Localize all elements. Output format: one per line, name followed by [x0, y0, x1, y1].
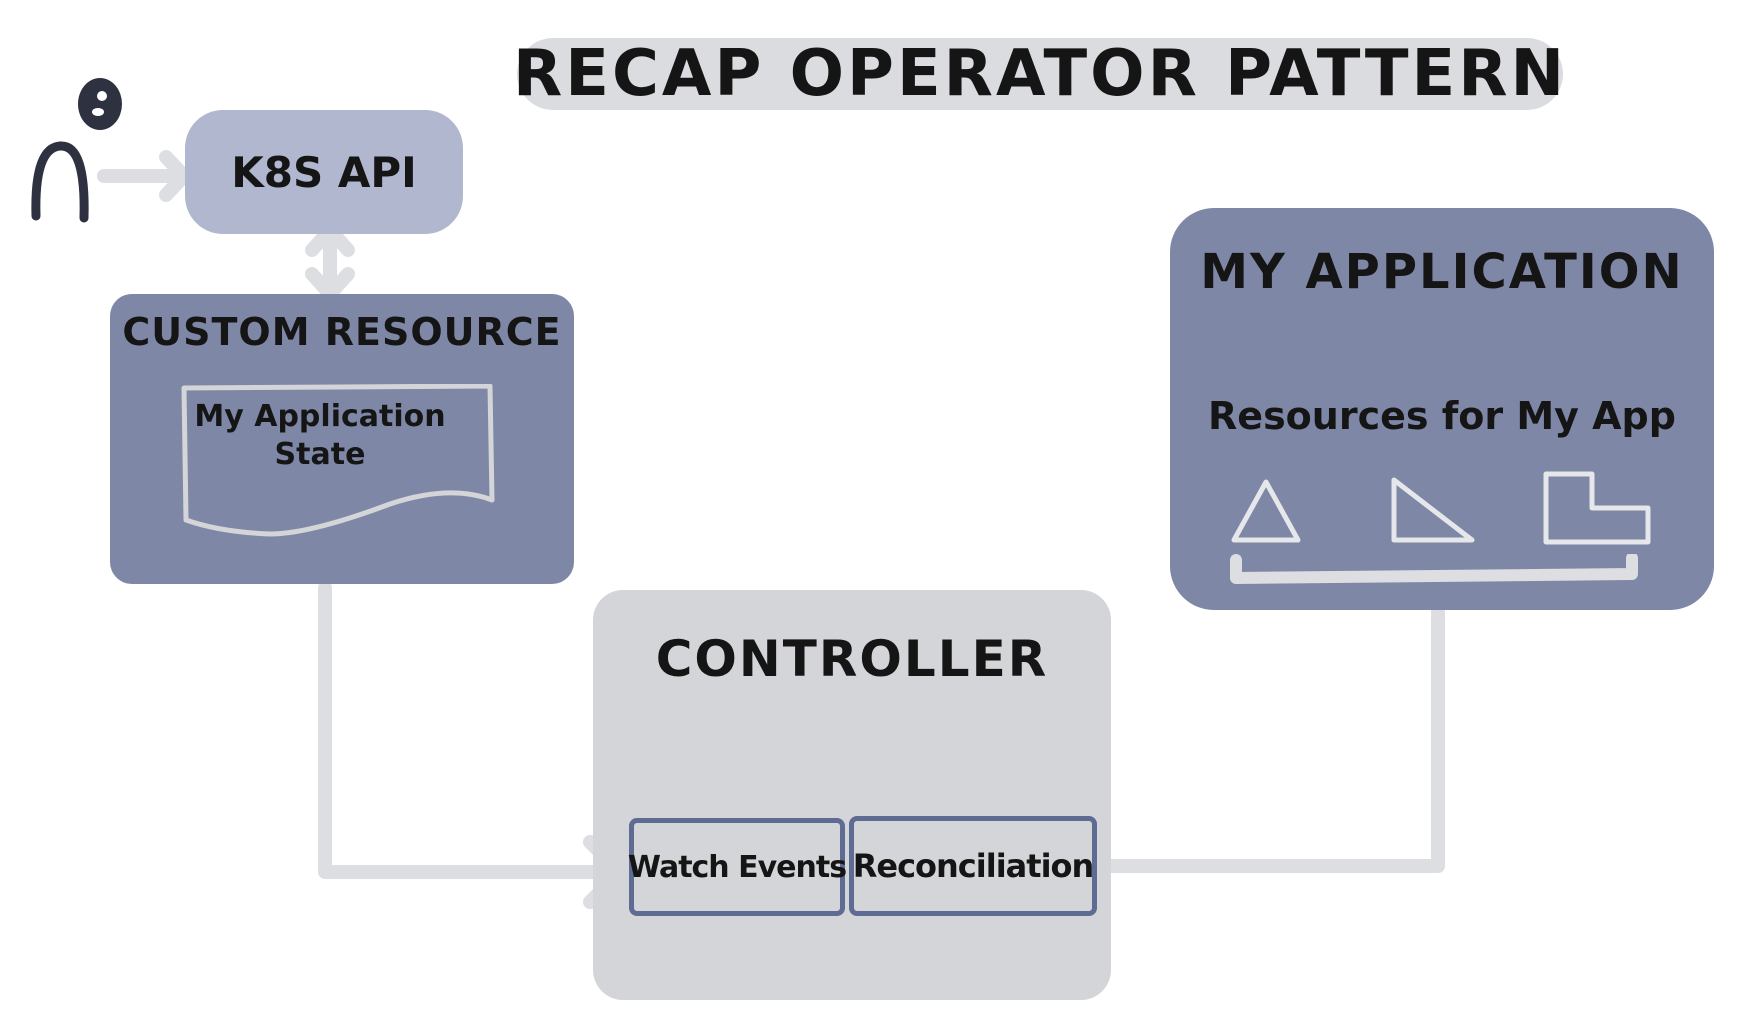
diagram-title: RECAP OPERATOR PATTERN — [512, 37, 1568, 111]
triangle-icon — [1231, 479, 1301, 543]
my-application-label: MY APPLICATION — [1200, 244, 1684, 300]
k8s-api-label: K8S API — [231, 147, 417, 197]
edge-k8s-api-custom-resource — [305, 223, 355, 301]
title-banner: RECAP OPERATOR PATTERN — [513, 37, 1564, 111]
document-text: My Application State — [180, 398, 460, 474]
edge-custom-resource-to-watch-events — [318, 581, 627, 909]
k8s-api-node: K8S API — [185, 110, 463, 234]
document-line-1: My Application — [194, 399, 446, 434]
resources-label: Resources for My App — [1208, 394, 1676, 438]
reconciliation-box: Reconciliation — [849, 816, 1097, 916]
resources-bracket — [1230, 554, 1638, 584]
document-icon — [181, 384, 495, 537]
custom-resource-label: CUSTOM RESOURCE — [122, 310, 562, 354]
controller-node: CONTROLLER Watch Events Reconciliation — [593, 590, 1111, 1000]
watch-events-box: Watch Events — [628, 818, 847, 916]
controller-label: CONTROLLER — [655, 630, 1049, 688]
my-application-node: MY APPLICATION Resources for My App — [1170, 208, 1714, 610]
custom-resource-node: CUSTOM RESOURCE My Application State — [110, 294, 574, 584]
user-icon — [31, 78, 122, 223]
document-line-2: State — [274, 437, 366, 472]
edge-user-to-k8s-api — [97, 150, 191, 202]
l-shape-icon — [1543, 471, 1651, 545]
right-triangle-icon — [1391, 477, 1475, 543]
